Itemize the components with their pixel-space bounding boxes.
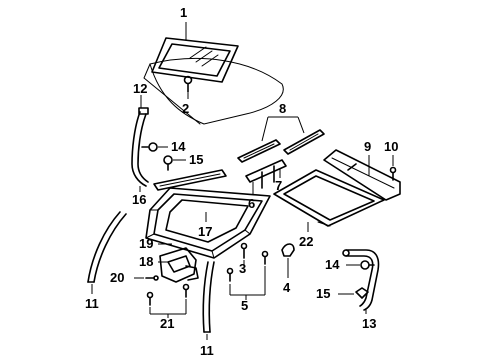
sunroof-frame-part	[145, 187, 271, 259]
front-drain-hose-part	[131, 107, 149, 187]
drain-hose-left-part	[87, 211, 127, 283]
callout-10: 10	[384, 139, 398, 154]
motor-screw-b-part	[182, 283, 190, 298]
wind-deflector-part	[153, 169, 227, 191]
glass-panel-part	[151, 37, 239, 83]
rear-drain-hose-part	[342, 249, 380, 311]
drain-hose-center-part	[202, 261, 215, 333]
hose-clamp-lower-part	[355, 287, 369, 299]
callout-11-bottom: 11	[200, 343, 214, 358]
frame-screw-b-part	[261, 250, 269, 265]
rear-housing-part	[323, 149, 401, 201]
callout-1: 1	[180, 5, 187, 20]
callout-13: 13	[362, 316, 376, 331]
roof-panel-part	[143, 58, 284, 125]
guide-rails-part	[237, 129, 325, 163]
frame-screw-a-part	[240, 242, 248, 259]
motor-assembly-part	[159, 247, 199, 283]
drive-cable-part	[245, 159, 287, 189]
callout-14-lower: 14	[325, 257, 340, 272]
callout-11-left: 11	[85, 296, 99, 311]
callout-19: 19	[139, 236, 153, 251]
callout-22: 22	[299, 234, 313, 249]
callout-2: 2	[182, 101, 189, 116]
callout-4: 4	[283, 280, 291, 295]
callout-8: 8	[279, 101, 286, 116]
callout-15-lower: 15	[316, 286, 330, 301]
callout-3: 3	[239, 261, 246, 276]
hose-clip-lower-part	[360, 260, 375, 270]
callout-16: 16	[132, 192, 146, 207]
frame-screw-c-part	[226, 267, 234, 282]
hose-clamp-upper-part	[163, 155, 173, 171]
bolt-part	[183, 75, 193, 93]
callout-14-upper: 14	[171, 139, 186, 154]
housing-bolt-part	[389, 166, 397, 181]
callout-15-upper: 15	[189, 152, 203, 167]
callout-5: 5	[241, 298, 248, 313]
trim-clip-part	[281, 243, 295, 257]
sunshade-part	[273, 169, 385, 227]
callout-18: 18	[139, 254, 153, 269]
motor-bolt-part	[145, 275, 159, 281]
motor-screw-a-part	[146, 291, 154, 306]
callout-20: 20	[110, 270, 124, 285]
callout-7: 7	[275, 178, 282, 193]
hose-clip-upper-part	[141, 142, 158, 152]
callout-6: 6	[248, 196, 255, 211]
callout-21: 21	[160, 316, 174, 331]
callout-17: 17	[198, 224, 212, 239]
callout-12: 12	[133, 81, 147, 96]
callout-9: 9	[364, 139, 371, 154]
